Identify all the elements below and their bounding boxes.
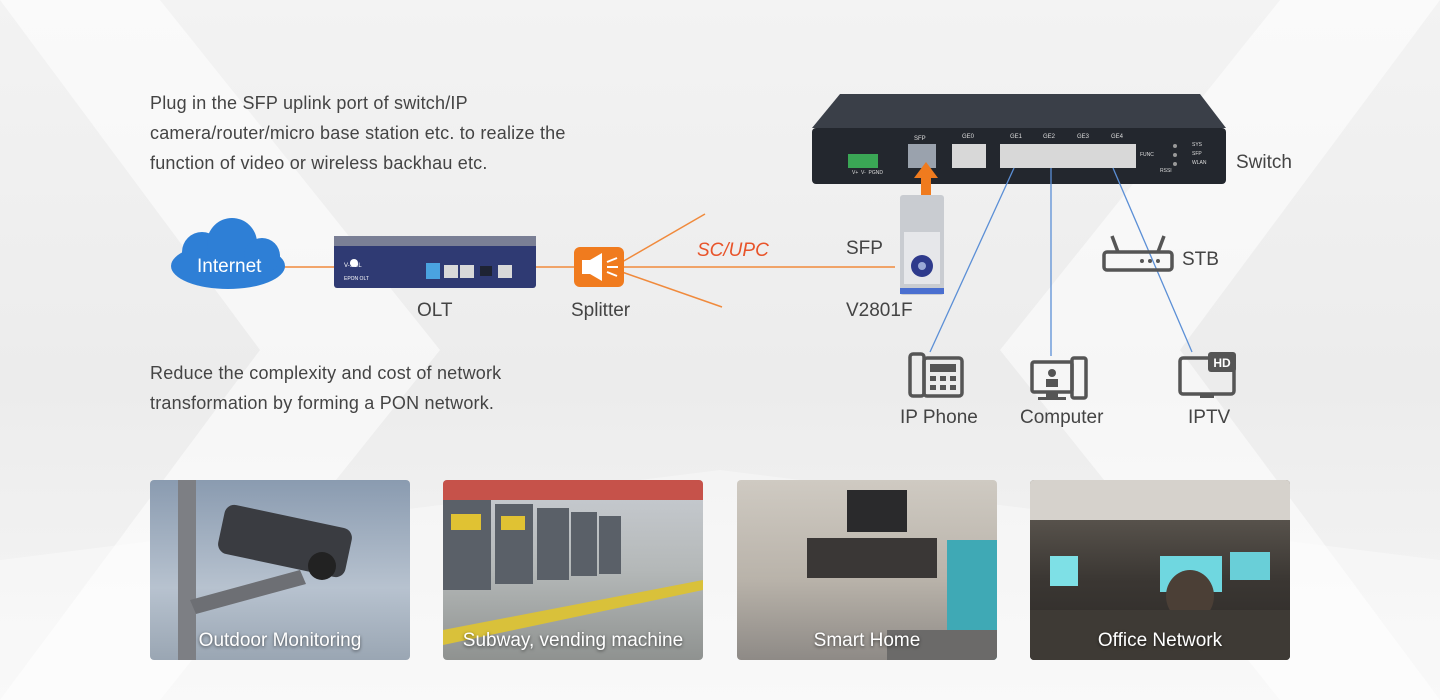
computer-icon xyxy=(1030,356,1088,400)
splitter-label: Splitter xyxy=(571,300,631,321)
sfp-led-label: SFP xyxy=(1192,151,1202,157)
iptv-hd-badge: HD xyxy=(1213,356,1231,370)
living-room-image xyxy=(807,490,997,660)
scenario-caption: Smart Home xyxy=(813,630,921,651)
rssi-label: RSSI xyxy=(1160,168,1172,174)
intro-line-2: camera/router/micro base station etc. to… xyxy=(150,123,566,143)
stb-label: STB xyxy=(1182,249,1219,270)
ip-phone-icon xyxy=(908,352,964,398)
wlan-led-label: WLAN xyxy=(1192,160,1207,166)
olt-label: OLT xyxy=(417,300,453,321)
bottom-line-1: Reduce the complexity and cost of networ… xyxy=(150,363,502,383)
intro-line-3: function of video or wireless backhau et… xyxy=(150,153,488,173)
internet-label: Internet xyxy=(197,256,262,277)
cable-ip-phone xyxy=(929,167,1015,353)
internet-cloud-icon xyxy=(171,218,285,289)
scenario-card-office[interactable]: Office Network xyxy=(1030,480,1290,660)
fiber-branch-down xyxy=(621,271,723,308)
sys-led-label: SYS xyxy=(1192,142,1203,148)
iptv-icon xyxy=(1178,352,1236,398)
office-image xyxy=(1030,480,1290,660)
olt-brand-label: V-SOL xyxy=(344,263,362,269)
switch-sfp-port xyxy=(908,144,936,168)
olt-device xyxy=(334,236,536,288)
port-label-ge3: GE3 xyxy=(1077,134,1090,140)
vending-image xyxy=(443,480,703,645)
scenario-caption: Office Network xyxy=(1097,630,1223,651)
fiber-branch-up xyxy=(621,213,706,263)
ip-phone-label: IP Phone xyxy=(900,407,978,428)
scenario-caption: Subway, vending machine xyxy=(462,630,684,651)
connector-label: SC/UPC xyxy=(697,240,769,261)
port-label-ge0: GE0 xyxy=(962,134,975,140)
func-label: FUNC xyxy=(1140,152,1154,158)
power-label: V+ V- PGND xyxy=(852,170,883,176)
port-label-ge2: GE2 xyxy=(1043,134,1056,140)
port-label-ge4: GE4 xyxy=(1111,134,1124,140)
port-label-ge1: GE1 xyxy=(1010,134,1023,140)
uplink-arrow-icon xyxy=(914,162,938,198)
sfp-module xyxy=(900,195,944,295)
scenario-caption: Outdoor Monitoring xyxy=(198,630,362,651)
camera-image xyxy=(178,480,352,660)
sfp-label: SFP xyxy=(846,238,883,259)
scenario-card-subway[interactable]: Subway, vending machine xyxy=(443,480,703,660)
switch-label: Switch xyxy=(1236,152,1292,173)
switch-device xyxy=(812,94,1226,184)
network-diagram: HD xyxy=(171,94,1236,400)
intro-text: Plug in the SFP uplink port of switch/IP… xyxy=(150,88,566,178)
scenario-card-home[interactable]: Smart Home xyxy=(737,480,997,660)
computer-label: Computer xyxy=(1020,407,1104,428)
bottom-text: Reduce the complexity and cost of networ… xyxy=(150,358,501,418)
module-label: V2801F xyxy=(846,300,913,321)
iptv-label: IPTV xyxy=(1188,407,1231,428)
intro-line-1: Plug in the SFP uplink port of switch/IP xyxy=(150,93,468,113)
port-label-sfp: SFP xyxy=(914,136,926,142)
bottom-line-2: transformation by forming a PON network. xyxy=(150,393,495,413)
cable-iptv xyxy=(1112,167,1193,353)
stb-icon xyxy=(1102,235,1174,272)
scenario-card-outdoor[interactable]: Outdoor Monitoring xyxy=(150,480,410,660)
olt-model-text: EPON OLT xyxy=(344,276,369,282)
splitter-icon xyxy=(574,247,624,287)
